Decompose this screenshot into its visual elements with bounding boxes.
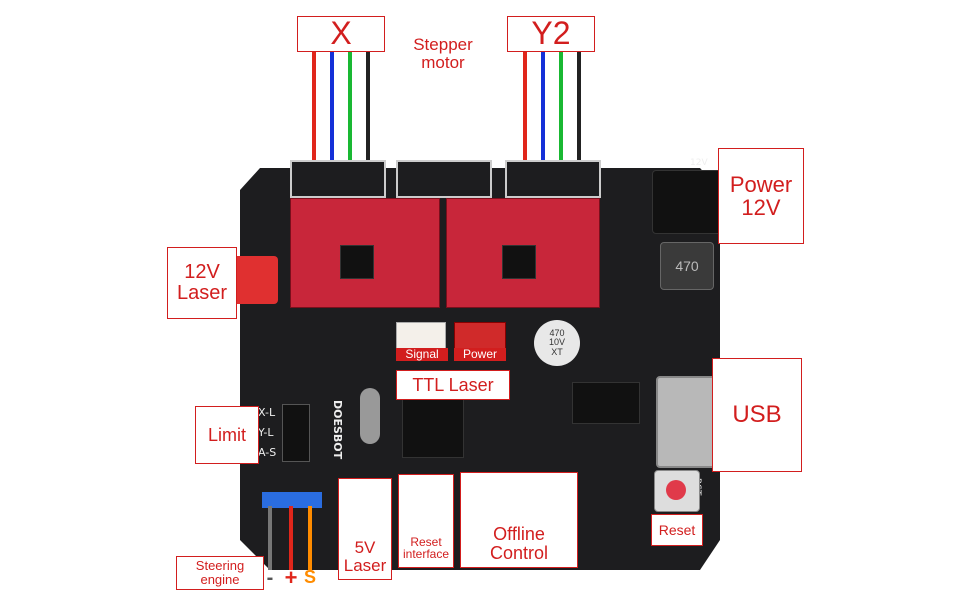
ttl-power-connector: [454, 322, 506, 350]
stepper-motor-label: Stepper motor: [413, 34, 473, 72]
reset-button-cap[interactable]: [666, 480, 686, 500]
limit-label: Limit: [207, 424, 246, 445]
y2-wire-red: [523, 52, 527, 170]
usb-label: USB: [732, 401, 782, 429]
y2-motor-label: Y2: [531, 15, 571, 52]
x-wire-red: [312, 52, 316, 170]
reset-button-callout: Reset: [651, 514, 703, 546]
steering-engine-callout: Steering engine: [176, 556, 264, 590]
power-12v-callout: Power 12V: [718, 148, 804, 244]
steering-engine-label: Steering engine: [195, 558, 245, 587]
usb-callout: USB: [712, 358, 802, 472]
reset-interface-label: Reset interface: [402, 534, 450, 562]
ttl-signal-connector: [396, 322, 446, 350]
limit-header: [282, 404, 310, 462]
capacitor: 470 10V XT: [534, 320, 580, 366]
steer-s-label: S: [303, 567, 316, 587]
x-wire-green: [348, 52, 352, 170]
reset-interface-callout: Reset interface: [398, 474, 454, 568]
x-wire-black: [366, 52, 370, 170]
signal-label: Signal: [405, 347, 439, 361]
laser-5v-label: 5V Laser: [343, 538, 387, 576]
laser-12v-callout: 12V Laser: [167, 247, 237, 319]
x-driver-chip: [340, 245, 374, 279]
silk-12v: 12V: [690, 158, 708, 168]
main-mcu-chip: [402, 398, 464, 458]
x-wire-blue: [330, 52, 334, 170]
steer-plus-label: +: [284, 565, 298, 590]
silk-limit-y: Y-L: [258, 426, 274, 439]
inductor: 470: [660, 242, 714, 290]
y1-motor-header: [396, 160, 492, 198]
ttl-laser-callout: TTL Laser: [396, 370, 510, 400]
y2-wire-black: [577, 52, 581, 170]
steer-wire-red: [289, 506, 293, 570]
power-12v-label: Power 12V: [729, 171, 793, 220]
steer-minus-label: -: [266, 567, 274, 589]
reset-button-body: [654, 470, 700, 512]
power-caption: Power: [454, 348, 506, 361]
reset-button-label: Reset: [658, 521, 696, 538]
offline-control-callout: Offline Control: [460, 472, 578, 568]
usb-serial-chip: [572, 382, 640, 424]
inductor-label: 470: [675, 258, 699, 274]
power-label: Power: [462, 347, 497, 361]
signal-caption: Signal: [396, 348, 448, 361]
y2-motor-header: [505, 160, 601, 198]
silk-limit-x: X-L: [258, 406, 276, 419]
stepper-motor-title: Stepper motor: [400, 18, 486, 72]
y2-wire-blue: [541, 52, 545, 170]
silk-brand: DOESBOT: [331, 400, 344, 460]
y2-motor-callout: Y2: [507, 16, 595, 52]
power-jack: [652, 170, 724, 234]
crystal: [360, 388, 380, 444]
y2-wire-green: [559, 52, 563, 170]
limit-callout: Limit: [195, 406, 259, 464]
x-motor-header: [290, 160, 386, 198]
capacitor-label: 470 10V XT: [548, 327, 565, 357]
x-motor-callout: X: [297, 16, 385, 52]
steering-header: [262, 492, 322, 508]
steer-wire-orange: [308, 506, 312, 570]
ttl-laser-label: TTL Laser: [412, 374, 494, 395]
offline-control-label: Offline Control: [489, 524, 549, 564]
laser-5v-callout: 5V Laser: [338, 478, 392, 580]
silk-limit-a: A-S: [258, 446, 277, 459]
laser-12v-label: 12V Laser: [176, 261, 228, 304]
y-driver-chip: [502, 245, 536, 279]
steer-wire-gray: [268, 506, 272, 570]
x-motor-label: X: [330, 15, 352, 52]
